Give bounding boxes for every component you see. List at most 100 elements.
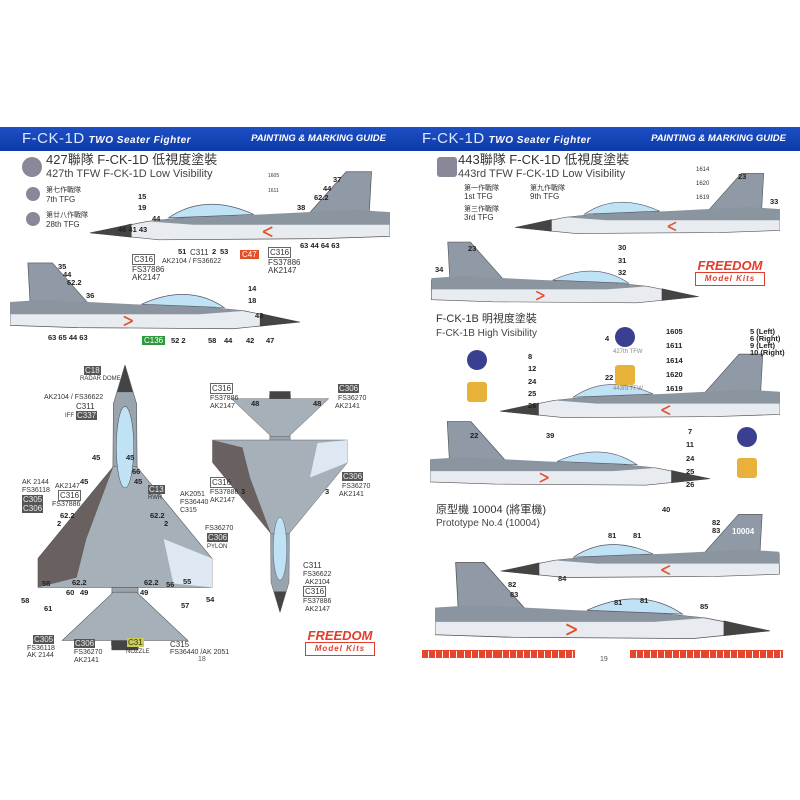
color-code: C316 (210, 383, 234, 394)
color-code: FS37886 (210, 395, 239, 402)
group-label-en: 7th TFG (46, 195, 76, 204)
color-code: FS37886 (268, 258, 301, 267)
color-code: C306 (74, 639, 96, 648)
callout: 45 (80, 477, 89, 486)
callout: 22 (605, 373, 614, 382)
section-title-zh: 427聯隊 F-CK-1D 低視度塗裝 (46, 152, 218, 167)
callout: 44 (63, 270, 72, 279)
decal-strip (458, 650, 502, 658)
color-code: C305 (22, 495, 44, 504)
color-code: FS37886 (210, 489, 239, 496)
color-code: C18 (84, 366, 101, 375)
color-code: FS37886 (52, 501, 81, 508)
callout: 81 (640, 596, 649, 605)
callout: 63 65 44 63 (48, 333, 88, 342)
427th-tfw-emblem-icon (467, 350, 487, 370)
wing-emblem-icon (437, 157, 457, 177)
color-code: FS36440 (180, 499, 209, 506)
callout: 25 (528, 389, 537, 398)
color-code: C31 (127, 638, 144, 647)
callout: 23 (468, 244, 477, 253)
callout: 46 41 43 (118, 225, 148, 234)
callout: 26 (686, 480, 695, 489)
color-code: C315 (170, 640, 190, 649)
color-code: AK2104 / FS36622 (162, 258, 222, 265)
callout: 52 2 (171, 336, 186, 345)
callout: 62.2 (60, 511, 75, 520)
callout: 37 (333, 175, 342, 184)
group-emblem-icon (26, 212, 40, 226)
color-code: C47 (240, 250, 259, 259)
color-code: C311 (76, 402, 95, 411)
callout: 36 (86, 291, 95, 300)
model-subtitle: TWO Seater Fighter (88, 135, 192, 146)
callout: 10 (Right) (750, 348, 785, 357)
serial: 1614 (666, 356, 683, 365)
callout: 31 (618, 256, 627, 265)
group-label-zh: 第三作戰隊 (464, 206, 499, 213)
callout: 66 (132, 467, 141, 476)
callout: 54 (206, 595, 215, 604)
callout: 55 (183, 577, 192, 586)
color-code: AK2141 (335, 403, 360, 410)
callout: 49 (140, 588, 149, 597)
callout: 62.2 (314, 193, 329, 202)
callout: 33 (770, 197, 779, 206)
color-code: AK2141 (74, 657, 99, 664)
color-code: AK2147 (132, 273, 161, 282)
callout: 18 (248, 296, 257, 305)
color-code: C13 (148, 485, 165, 494)
color-code: FS37886 (303, 598, 332, 605)
side-profile-right-view (435, 561, 770, 640)
group-label-zh: 第七作戰隊 (46, 187, 81, 194)
page-number: 19 (600, 656, 608, 663)
group-label-zh: 第一作戰隊 (464, 185, 499, 192)
page-number: 18 (198, 656, 206, 663)
color-code: AK2147 (210, 497, 235, 504)
group-label-en: 1st TFG (464, 192, 493, 201)
callout: 43 (255, 311, 264, 320)
color-code: FS36118 (22, 487, 50, 494)
color-code: C311 (303, 561, 322, 570)
443rd-tfw-emblem-icon (737, 458, 757, 478)
callout: 40 (662, 505, 671, 514)
callout: 60 (66, 588, 75, 597)
color-code: AK2141 (339, 491, 364, 498)
callout: 51 (178, 247, 187, 256)
color-code: C316 (303, 586, 327, 597)
color-code: AK2147 (305, 606, 330, 613)
callout: 45 (92, 453, 101, 462)
part-label: PYLON (207, 544, 228, 550)
callout: 56 (166, 580, 175, 589)
section-title-zh: 原型機 10004 (將軍機) (436, 504, 547, 516)
callout: 6 (Right) (750, 334, 781, 343)
color-code: C306 (207, 533, 229, 542)
group-label-zh: 第九作戰隊 (530, 185, 565, 192)
callout: 5 (Left) (750, 327, 775, 336)
serial: 10004 (732, 527, 755, 536)
callout: 2 (164, 519, 169, 528)
callout: 15 (138, 192, 147, 201)
callout: 19 (138, 203, 147, 212)
model-name: F-CK-1D (22, 130, 85, 147)
callout: 58 (42, 579, 51, 588)
color-code: FS36270 (338, 395, 367, 402)
serial: 1614 (696, 167, 710, 173)
callout: 7 (688, 427, 693, 436)
wing-emblem-icon (22, 157, 42, 177)
decal-strip (703, 650, 747, 658)
serial: 1620 (666, 370, 683, 379)
color-code: C305 (33, 635, 55, 644)
model-name: F-CK-1D (422, 130, 485, 147)
443rd-tfw-emblem-icon (467, 382, 487, 402)
guide-title: PAINTING & MARKING GUIDE (651, 133, 786, 144)
callout: 8 (528, 352, 533, 361)
color-code: FS36270 (74, 649, 103, 656)
callout: 38 (297, 203, 306, 212)
section-title-zh: 443聯隊 F-CK-1D 低視度塗裝 (458, 152, 630, 167)
callout: 44 (152, 214, 161, 223)
callout: 11 (686, 440, 694, 449)
callout: 34 (435, 265, 444, 274)
